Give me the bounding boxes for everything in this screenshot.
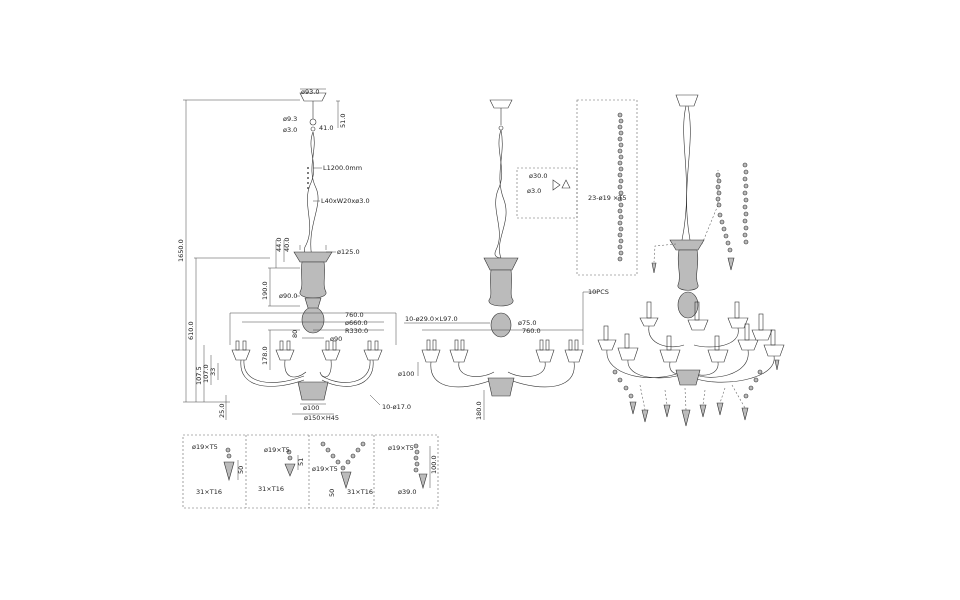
label-total-h: 1650.0 bbox=[177, 239, 185, 262]
label-dim-190: 190.0 bbox=[261, 281, 269, 300]
side-canopy bbox=[489, 99, 513, 109]
label-dim-80: 80 bbox=[291, 330, 299, 338]
label-dim-44: 44.0 bbox=[275, 238, 283, 252]
hook bbox=[310, 126, 316, 132]
label-dim-25: 25.0 bbox=[218, 404, 226, 418]
perspective-view bbox=[597, 94, 785, 427]
crystal-detail: ø30.0 ø3.0 23-ø19 ×T5 bbox=[516, 99, 638, 276]
box2-side: 51 bbox=[297, 458, 305, 466]
arm-right bbox=[321, 359, 374, 387]
box1-bottom: 31×T16 bbox=[196, 488, 222, 496]
label-detail-hook: ø3.0 bbox=[527, 187, 541, 195]
arm-left bbox=[240, 359, 305, 387]
persp-drops bbox=[612, 359, 780, 427]
bottom-bowl bbox=[297, 381, 329, 401]
label-dim-90: ø90 bbox=[330, 335, 342, 343]
label-side-span: 760.0 bbox=[522, 327, 541, 335]
hook-ring bbox=[309, 118, 317, 126]
canopy bbox=[299, 92, 327, 102]
label-body-h: 610.0 bbox=[187, 321, 195, 340]
label-span-r330: R330.0 bbox=[345, 327, 368, 335]
bottom-box-4: ø19×T5 100.0 ø39.0 bbox=[388, 443, 438, 496]
label-hook-h: 41.0 bbox=[319, 124, 333, 132]
label-pan-dia: ø100 bbox=[398, 370, 414, 378]
box3-side: 50 bbox=[328, 489, 336, 497]
crystal-strand bbox=[617, 112, 624, 262]
persp-canopy bbox=[675, 94, 699, 107]
box3-top: ø19×T5 bbox=[312, 465, 338, 473]
label-canopy-h: 51.0 bbox=[339, 114, 347, 128]
label-cup-top-dia: ø125.0 bbox=[337, 248, 360, 256]
persp-strand-right bbox=[701, 162, 749, 271]
persp-chain bbox=[681, 105, 687, 241]
label-span-760: 760.0 bbox=[345, 311, 364, 319]
persp-candles bbox=[597, 301, 785, 363]
label-chain-len: L1200.0mm bbox=[323, 164, 362, 172]
label-dim-33: 33 bbox=[209, 368, 217, 376]
box4-bottom: ø39.0 bbox=[398, 488, 416, 496]
box2-bottom: 31×T16 bbox=[258, 485, 284, 493]
front-candles bbox=[231, 340, 383, 361]
label-crystal-dia: ø30.0 bbox=[529, 172, 547, 180]
label-arm-tube: 10-ø17.0 bbox=[382, 403, 411, 411]
box1-side: 50 bbox=[237, 466, 245, 474]
box3-bottom: 31×T16 bbox=[347, 488, 373, 496]
bottom-box-3: ø19×T5 50 31×T16 bbox=[312, 441, 373, 497]
label-canopy-dia: ø93.0 bbox=[301, 88, 319, 96]
label-candle: 10-ø29.0×L97.0 bbox=[405, 315, 458, 323]
label-hook-dia: ø3.0 bbox=[283, 126, 297, 134]
box2-top: ø19×T5 bbox=[264, 446, 290, 454]
label-strand: 23-ø19 ×T5 bbox=[588, 194, 626, 202]
box4-top: ø19×T5 bbox=[388, 444, 414, 452]
label-pcs: 10PCS bbox=[588, 288, 609, 296]
box4-side: 100.0 bbox=[430, 455, 438, 474]
label-dim-180: 180.0 bbox=[475, 401, 483, 420]
bottom-box-1: ø19×T5 50 31×T16 bbox=[192, 443, 245, 496]
side-chain bbox=[494, 129, 502, 259]
label-ball-dia: ø90.0 bbox=[279, 292, 297, 300]
label-dim-1075: 107.5 bbox=[195, 366, 203, 385]
upper-cup bbox=[293, 251, 333, 263]
label-dim-178: 178.0 bbox=[261, 346, 269, 365]
label-chain-link: L40xW20xø3.0 bbox=[321, 197, 370, 205]
label-dim-40: 40.0 bbox=[283, 238, 291, 252]
bottom-details: ø19×T5 50 31×T16 ø19×T5 51 31×T16 ø19×T5… bbox=[182, 434, 439, 509]
chain-wire bbox=[310, 131, 319, 259]
label-candle-base: ø75.0 bbox=[518, 319, 536, 327]
column-ball bbox=[301, 306, 325, 334]
label-arm-h: 107.0 bbox=[202, 364, 210, 383]
box1-top: ø19×T5 bbox=[192, 443, 218, 451]
column-upper bbox=[299, 261, 327, 299]
persp-strand-left bbox=[651, 243, 677, 274]
label-bottom-bulb: ø150×H45 bbox=[304, 414, 339, 422]
label-ring-dia: ø9.3 bbox=[283, 115, 297, 123]
detail-box-strand bbox=[576, 99, 638, 276]
chain bbox=[304, 131, 315, 259]
label-bottom-dia: ø100 bbox=[303, 404, 319, 412]
front-view: ø93.0 ø9.3 ø3.0 41.0 51.0 L1200.0mm L40x… bbox=[177, 88, 411, 422]
bottom-box-2: ø19×T5 51 31×T16 bbox=[258, 446, 305, 493]
label-span-660: ø660.0 bbox=[345, 319, 368, 327]
